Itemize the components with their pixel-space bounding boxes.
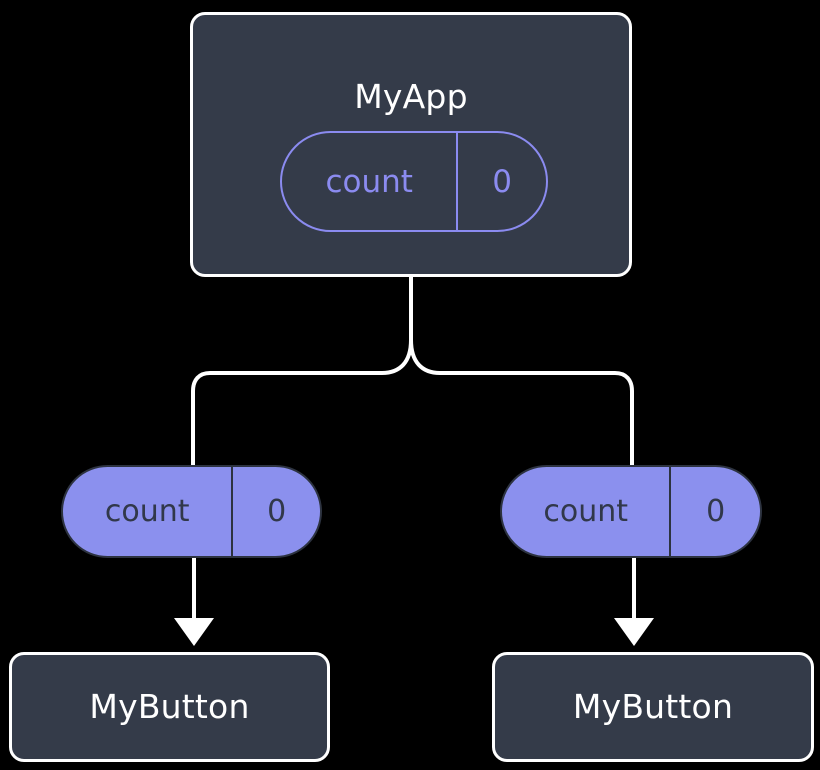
state-pill-key: count (325, 163, 413, 200)
prop-pill-key: count (543, 494, 629, 529)
state-pill-count[interactable]: count 0 (280, 131, 548, 232)
prop-pill-value: 0 (231, 467, 320, 556)
prop-pill-value: 0 (669, 467, 760, 556)
component-title: MyButton (572, 687, 734, 726)
component-node-myapp[interactable]: MyApp count 0 (190, 12, 632, 277)
prop-pill-count-right[interactable]: count 0 (500, 465, 762, 558)
arrowhead-icon (614, 618, 654, 646)
component-title: MyButton (89, 687, 250, 726)
prop-pill-key: count (104, 494, 190, 529)
branch-connector-path (191, 275, 413, 467)
state-pill-value: 0 (456, 133, 546, 230)
prop-pill-count-left[interactable]: count 0 (61, 465, 322, 558)
component-title: MyApp (354, 77, 468, 116)
branch-connector-path (409, 338, 634, 467)
component-node-mybutton-right[interactable]: MyButton (492, 652, 814, 762)
component-node-mybutton-left[interactable]: MyButton (9, 652, 330, 762)
arrowhead-icon (174, 618, 214, 646)
